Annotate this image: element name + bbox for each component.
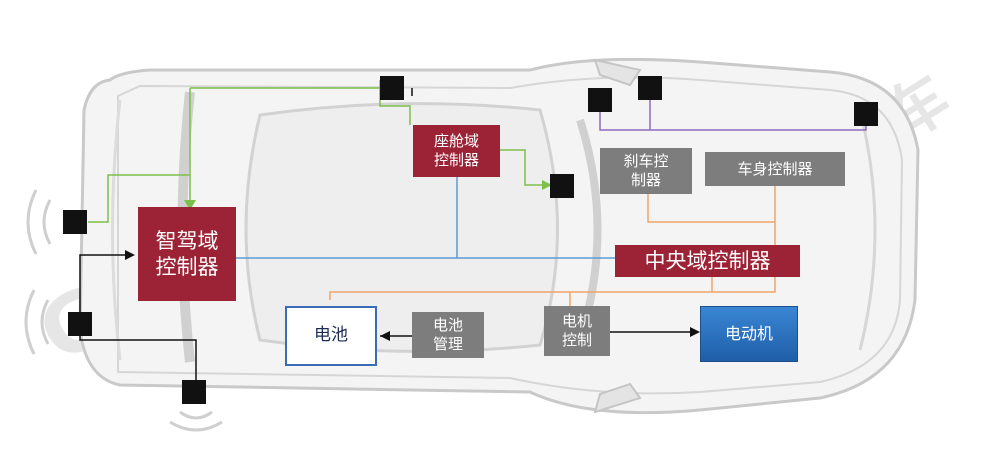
adas-domain-controller: 智驾域 控制器 [138,207,236,301]
motor-control-box: 电机 控制 [544,306,610,356]
sensor-mirror-left [588,88,612,112]
electric-motor-box: 电动机 [700,306,798,362]
battery-management-box: 电池 管理 [412,312,484,358]
mirror-top [593,58,642,87]
brake-controller: 刹车控 制器 [600,148,692,194]
central-domain-controller: 中央域控制器 [615,245,800,277]
green-arrow-right [542,180,552,190]
cockpit-domain-controller: 座舱域 控制器 [413,125,500,177]
sensor-cabin [550,174,574,198]
sensor-side-bottom [182,380,206,404]
sensor-front-bottom [68,312,92,336]
sensor-front-left [63,210,87,234]
black-arrow-adas [125,250,135,260]
sensor-roof-front [380,76,404,100]
mirror-bottom [593,382,642,414]
radar-waves [24,189,223,432]
sensor-rear-right [854,102,878,126]
green-arrow-down [184,200,196,210]
trunk-line [858,109,877,351]
front-hood-edge [111,99,122,361]
black-arrow-motor [690,327,700,337]
sensor-mirror-center [638,76,662,100]
body-controller: 车身控制器 [705,152,845,186]
black-arrow-battery [380,331,390,341]
battery-box: 电池 [285,306,377,366]
blue-links [236,175,615,259]
green-links [88,80,550,223]
